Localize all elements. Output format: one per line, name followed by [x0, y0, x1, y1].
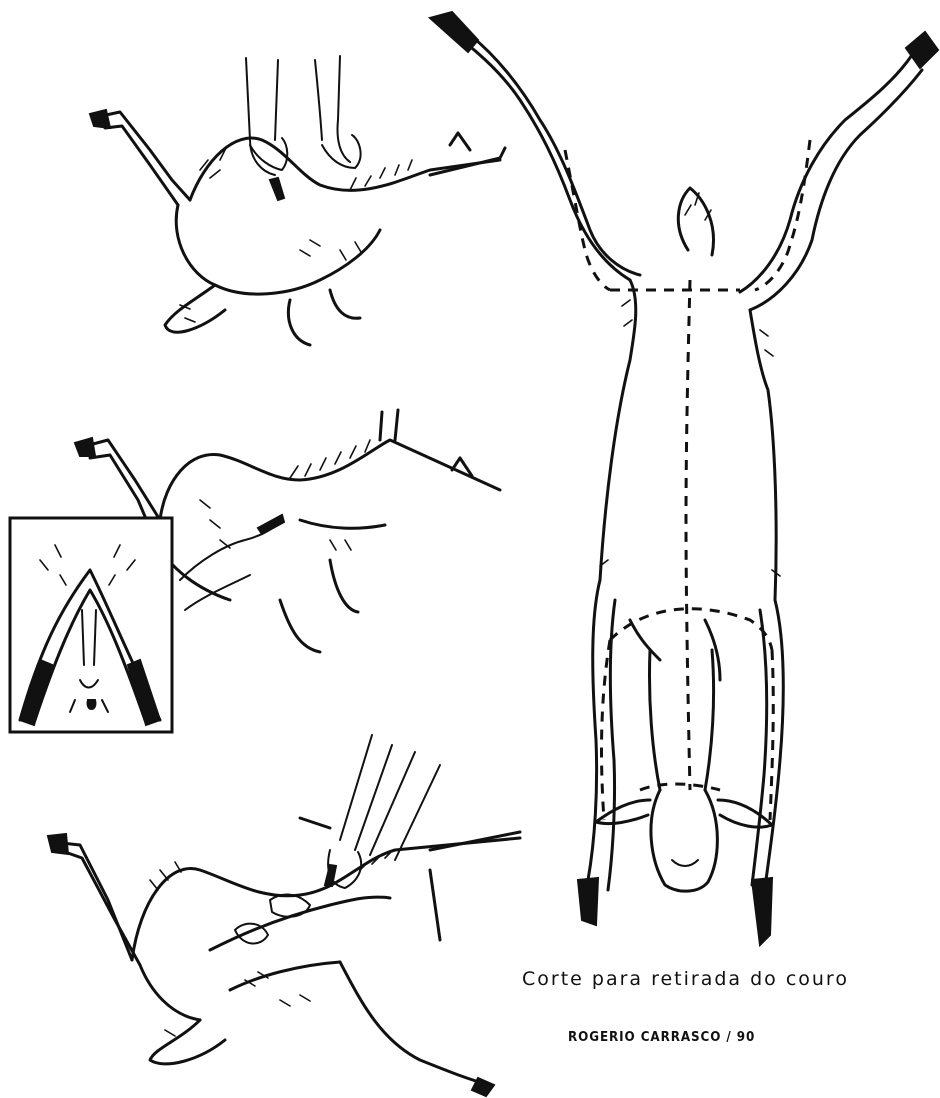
cut-line-right-foreleg [770, 650, 773, 820]
diagram-caption: Corte para retirada do couro [522, 968, 849, 990]
hoof-icon [752, 878, 772, 945]
cut-line-belly [686, 280, 690, 790]
cut-line-left-foreleg [602, 640, 610, 820]
knife-icon [270, 178, 284, 200]
knife-icon [258, 515, 284, 534]
figure-4-hanging-carcass [430, 12, 938, 945]
hoof-icon [48, 834, 68, 854]
hoof-icon [75, 438, 95, 456]
cut-line-right-leg [755, 140, 810, 290]
figure-1-chest-opening [90, 56, 505, 345]
figure-3-evisceration [48, 735, 520, 1096]
cut-line-neck [640, 784, 720, 790]
hoof-icon [430, 12, 478, 52]
hoof-icon [906, 32, 938, 68]
artist-signature: ROGERIO CARRASCO / 90 [568, 1030, 755, 1045]
figure-2-inset [10, 518, 172, 732]
hoof-icon [90, 110, 110, 128]
hoof-icon [578, 878, 598, 925]
